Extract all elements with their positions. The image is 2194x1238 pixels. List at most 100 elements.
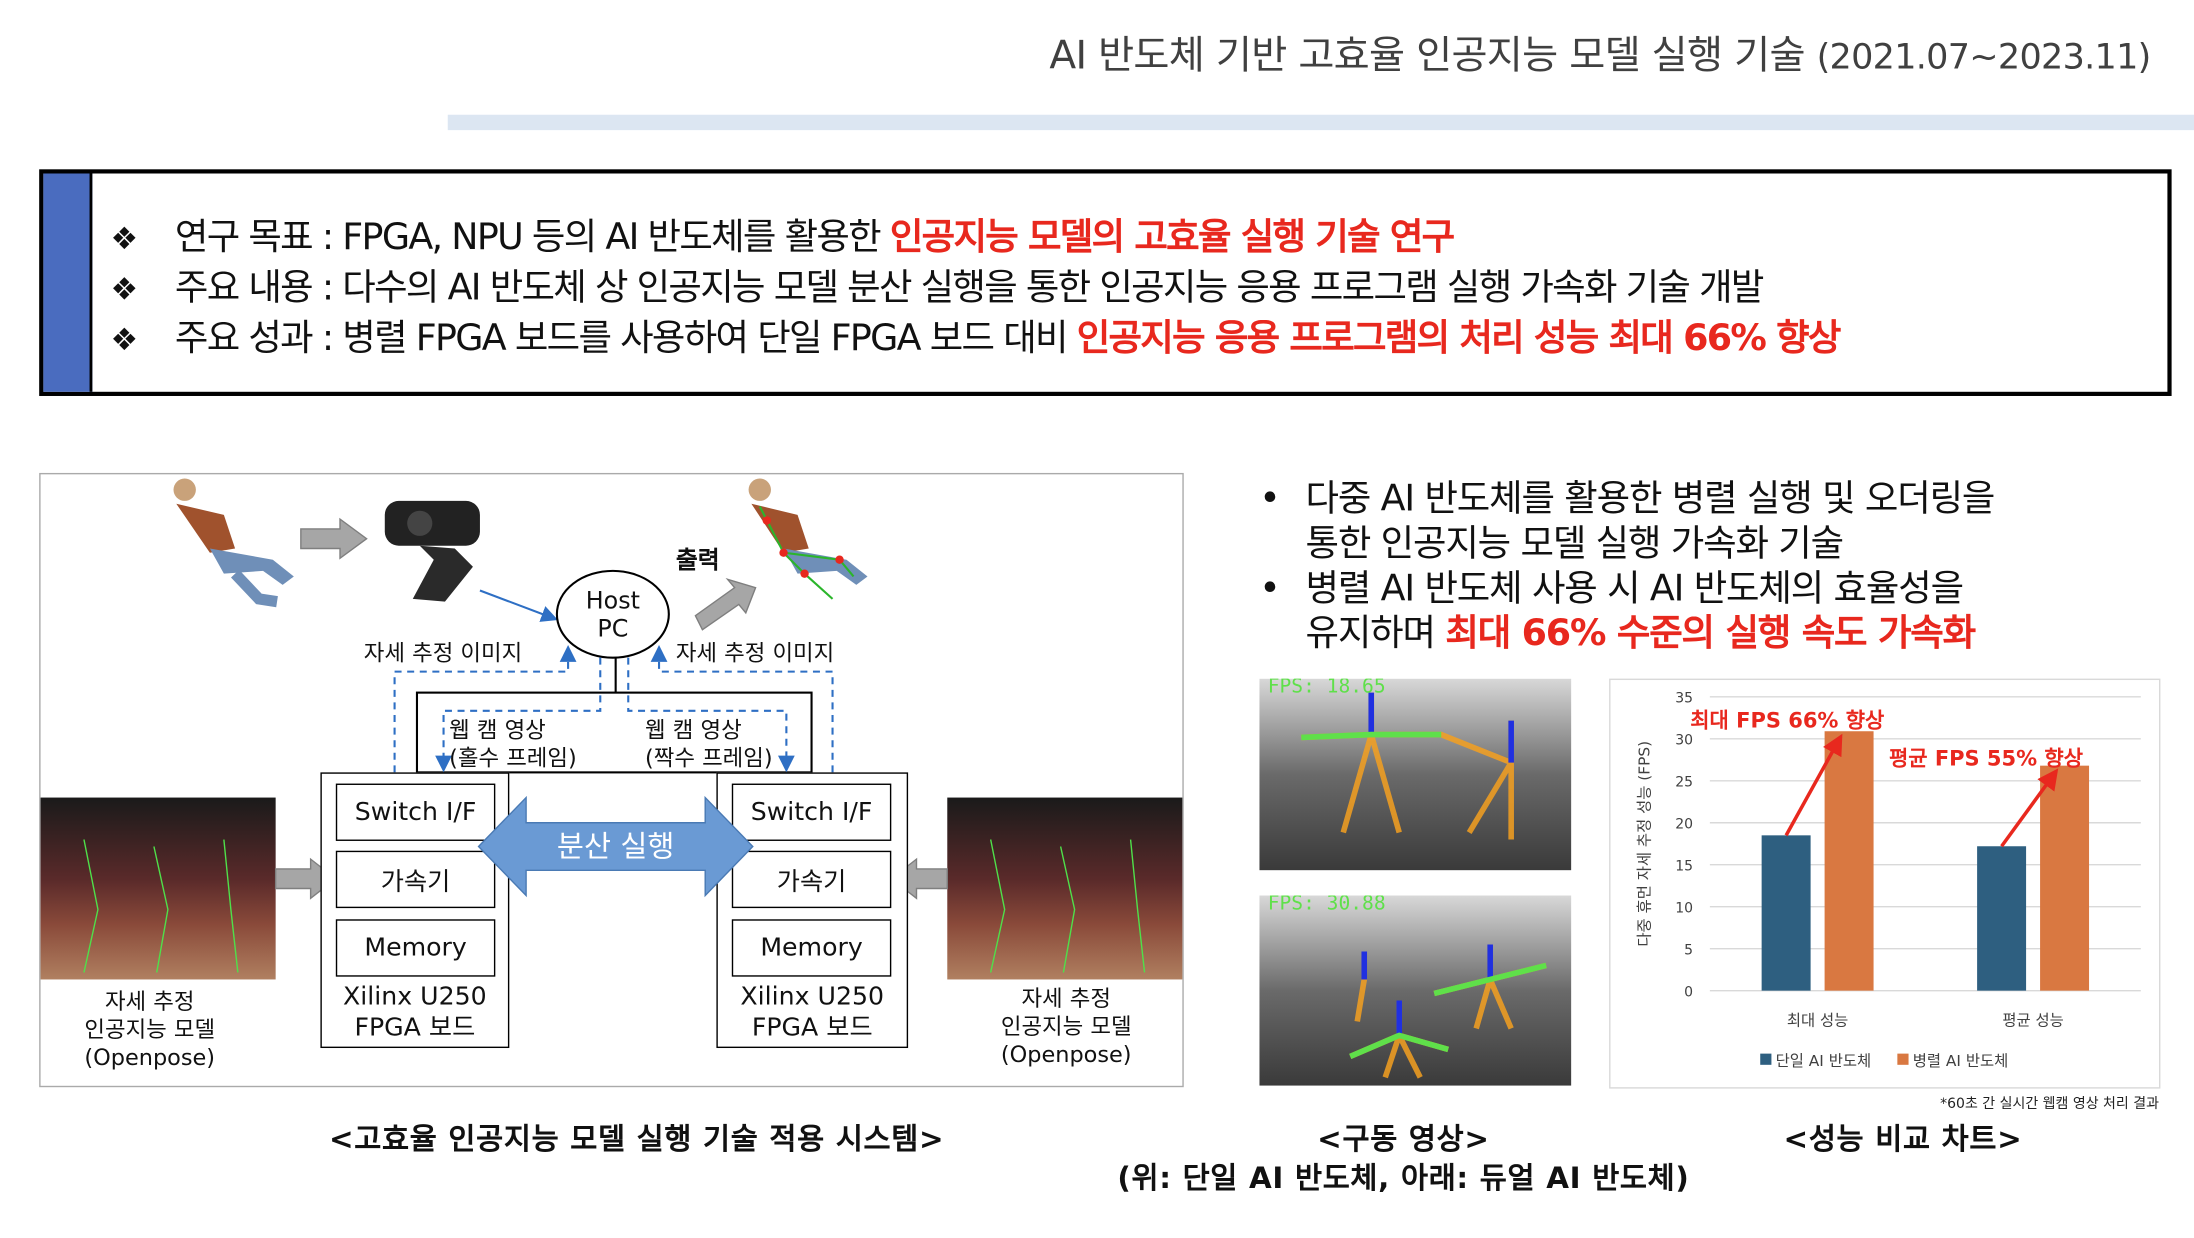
demo-video-single[interactable]: FPS: 18.65: [1259, 678, 1572, 871]
legend-label: 단일 AI 반도체: [1776, 1052, 1872, 1070]
y-tick-label: 30: [1675, 732, 1693, 748]
gray-arrow-right-icon: [300, 517, 368, 560]
webcam-odd-line: (홀수 프레임): [449, 744, 577, 771]
y-tick-label: 10: [1675, 900, 1693, 916]
chart-footnote: *60초 간 실시간 웹캠 영상 처리 결과: [1940, 1096, 2160, 1113]
annotation-avg: 평균 FPS 55% 향상: [1889, 746, 2083, 770]
webcam-odd-label: 웹 캠 영상(홀수 프레임): [449, 716, 577, 772]
fps-readout-dual: FPS: 30.88: [1267, 895, 1386, 916]
model-label-line: 인공지능 모델: [84, 1015, 216, 1043]
right-bullet-1: • 다중 AI 반도체를 활용한 병렬 실행 및 오더링을: [1259, 470, 1995, 522]
board-name-line: FPGA 보드: [354, 1013, 476, 1043]
chart-frame: [1609, 678, 2161, 1089]
summary-strip: [43, 173, 93, 392]
title-underline-bar: [447, 114, 2194, 131]
demo-video-dual[interactable]: FPS: 30.88: [1259, 895, 1572, 1086]
model-label-line: (Openpose): [1000, 1041, 1132, 1068]
summary-label: 주요 내용 :: [174, 267, 343, 310]
summary-highlight: 인공지능 모델의 고효율 실행 기술 연구: [889, 216, 1455, 259]
summary-text: 병렬 FPGA 보드를 사용하여 단일 FPGA 보드 대비: [342, 317, 1077, 360]
memory-block: Memory: [335, 919, 496, 977]
right-text-highlight: 최대 66% 수준의 실행 속도 가속화: [1445, 612, 1976, 655]
accelerator-block: 가속기: [731, 850, 892, 909]
webcam-image: [384, 500, 480, 602]
right-bullet-2: •병렬 AI 반도체 사용 시 AI 반도체의 효율성을: [1259, 560, 1964, 612]
dashed-data-paths: [393, 645, 834, 773]
fps-readout-single: FPS: 18.65: [1267, 678, 1386, 699]
accelerator-block: 가속기: [335, 850, 496, 909]
seated-person-image: [173, 478, 294, 608]
webcam-to-host-arrow: [479, 589, 559, 622]
legend-swatch: [1760, 1053, 1772, 1065]
y-tick-label: 5: [1684, 942, 1693, 958]
bullet-dot-icon: •: [1259, 478, 1280, 521]
caption-chart: <성능 비교 차트>: [1783, 1122, 2023, 1156]
y-tick-label: 25: [1675, 774, 1693, 790]
summary-label: 연구 목표 :: [174, 216, 343, 259]
right-text-line: 병렬 AI 반도체 사용 시 AI 반도체의 효율성을: [1305, 568, 1964, 611]
interconnect-box: [415, 691, 813, 774]
summary-line-result: ❖주요 성과 : 병렬 FPGA 보드를 사용하여 단일 FPGA 보드 대비 …: [110, 309, 1842, 361]
title-period: (2021.07~2023.11): [1816, 36, 2152, 77]
diamond-bullet-icon: ❖: [110, 272, 139, 308]
memory-block: Memory: [731, 919, 892, 977]
summary-line-content: ❖ 주요 내용 : 다수의 AI 반도체 상 인공지능 모델 분산 실행을 통한 …: [110, 259, 1765, 311]
title-main: AI 반도체 기반 고효율 인공지능 모델 실행 기술: [1049, 32, 1805, 79]
demo-frame-single: [1259, 678, 1572, 871]
performance-chart: 0 5 10 15 20 25 30 35 최대 성능 평균 성능 최대 FPS 66% 향상평균 …: [1636, 690, 2141, 1070]
distributed-execution-arrow: [477, 795, 754, 898]
right-text-line: 유지하며: [1305, 612, 1446, 655]
improvement-arrow: [1784, 733, 1843, 837]
model-label-line: 자세 추정: [104, 987, 195, 1015]
legend-swatch: [1897, 1053, 1909, 1065]
summary-label: 주요 성과 :: [174, 317, 343, 360]
summary-text: FPGA, NPU 등의 AI 반도체를 활용한: [342, 216, 890, 259]
pose-image-label-right: 자세 추정 이미지: [675, 639, 835, 667]
right-text-line: 통한 인공지능 모델 실행 가속화 기술: [1305, 523, 1844, 566]
summary-highlight: 인공지능 응용 프로그램의 처리 성능 최대 66% 향상: [1076, 317, 1842, 360]
x-category-label: 최대 성능: [1787, 1012, 1848, 1030]
diamond-bullet-icon: ❖: [110, 222, 139, 258]
webcam-odd-line: 웹 캠 영상: [449, 716, 546, 743]
output-label: 출력: [675, 547, 720, 576]
bar-parallel: [1824, 731, 1874, 991]
annotation-max: 최대 FPS 66% 향상: [1690, 709, 1884, 733]
y-tick-label: 0: [1684, 984, 1693, 1000]
pose-image-label-left: 자세 추정 이미지: [363, 639, 523, 667]
host-pc-line: PC: [597, 615, 629, 644]
switch-if-block: Switch I/F: [731, 783, 892, 841]
model-label-line: 자세 추정: [1021, 985, 1111, 1012]
diamond-bullet-icon: ❖: [110, 323, 139, 359]
x-category-label: 평균 성능: [2002, 1012, 2063, 1030]
bar-single: [1761, 835, 1811, 991]
y-tick-label: 35: [1675, 690, 1693, 706]
model-label-line: 인공지능 모델: [1000, 1013, 1132, 1040]
bar-parallel: [2040, 765, 2090, 991]
bar-single: [1977, 846, 2027, 991]
webcam-even-line: (짝수 프레임): [645, 744, 773, 771]
webcam-even-label: 웹 캠 영상(짝수 프레임): [645, 716, 773, 772]
system-diagram-frame: [39, 472, 1184, 1088]
caption-demo-sub: (위: 단일 AI 반도체, 아래: 듀얼 AI 반도체): [1117, 1161, 1690, 1195]
caption-system: <고효율 인공지능 모델 실행 기술 적용 시스템>: [328, 1122, 945, 1156]
right-text-line-4: 유지하며 최대 66% 수준의 실행 속도 가속화: [1305, 604, 1976, 656]
y-tick-label: 15: [1675, 858, 1693, 874]
y-tick-label: 20: [1675, 816, 1693, 832]
board-name-line: Xilinx U250: [740, 982, 885, 1012]
model-label-line: (Openpose): [84, 1043, 216, 1071]
basketball-image-left: [40, 797, 276, 980]
legend-label: 병렬 AI 반도체: [1913, 1052, 2009, 1070]
switch-if-block: Switch I/F: [335, 783, 496, 841]
board-name-line: FPGA 보드: [751, 1013, 873, 1043]
demo-frame-dual: [1259, 895, 1572, 1086]
summary-text: 다수의 AI 반도체 상 인공지능 모델 분산 실행을 통한 인공지능 응용 프…: [342, 267, 1764, 310]
caption-demo: <구동 영상>: [1317, 1122, 1490, 1156]
right-text-line: 다중 AI 반도체를 활용한 병렬 실행 및 오더링을: [1305, 478, 1995, 521]
